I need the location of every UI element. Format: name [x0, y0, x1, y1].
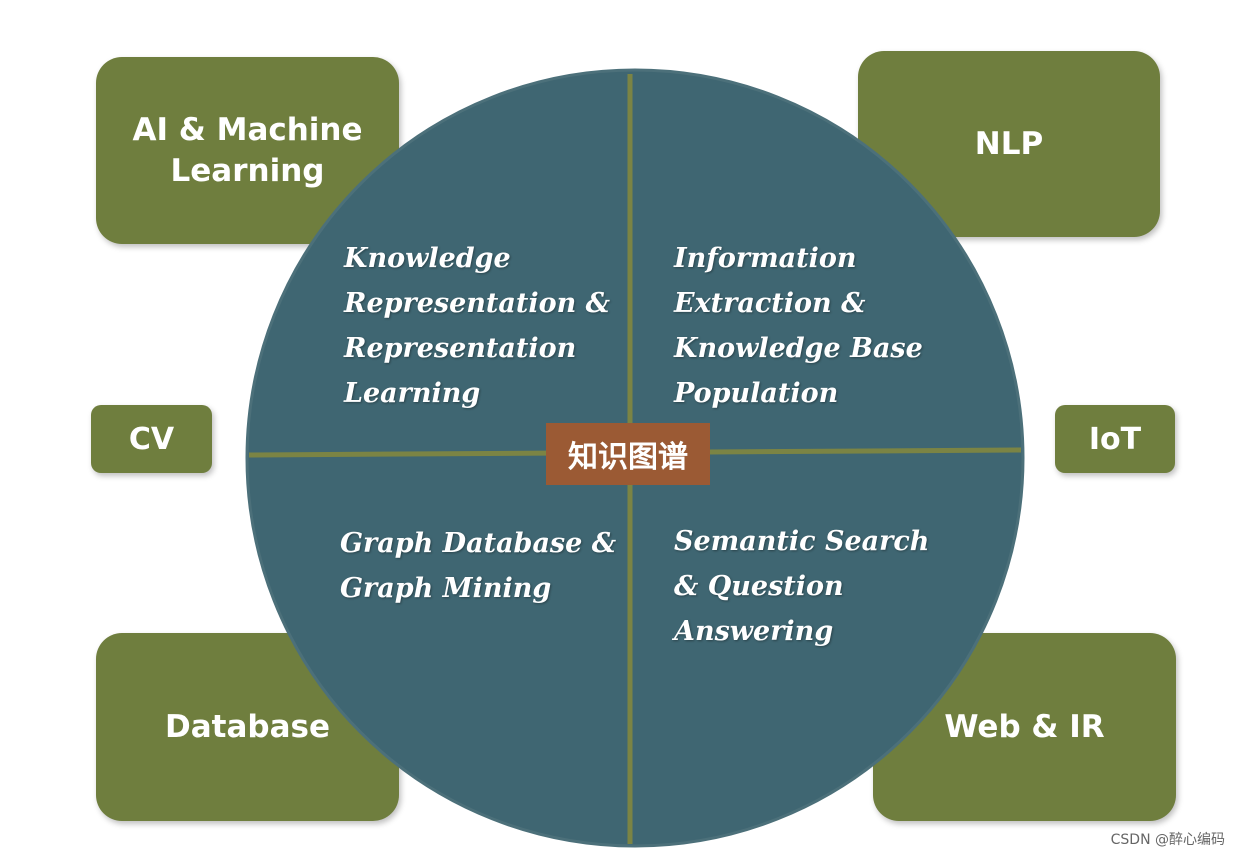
quadrant-top-right-text: Information Extraction & Knowledge Base … — [674, 243, 923, 409]
quadrant-top-left-text: Knowledge Representation & Representatio… — [344, 243, 611, 409]
nlp-label: NLP — [974, 125, 1044, 162]
ai-machine-learning-box: AI & Machine Learning — [96, 57, 399, 244]
footer-credit: CSDN @醉心编码 — [1110, 832, 1225, 848]
iot-label: IoT — [1088, 421, 1142, 457]
ai-machine-learning-label: AI & Machine Learning — [132, 112, 363, 189]
web-ir-label: Web & IR — [944, 708, 1105, 745]
iot-box: IoT — [1055, 405, 1175, 473]
center-label: 知识图谱 — [546, 423, 710, 485]
database-label: Database — [165, 708, 330, 745]
center-label-text: 知识图谱 — [568, 440, 688, 475]
quadrant-bottom-right-text: Semantic Search & Question Answering — [674, 526, 930, 647]
quadrant-bottom-left-text: Graph Database & Graph Mining — [340, 528, 617, 604]
cv-label: CV — [128, 421, 175, 457]
cv-box: CV — [91, 405, 212, 473]
